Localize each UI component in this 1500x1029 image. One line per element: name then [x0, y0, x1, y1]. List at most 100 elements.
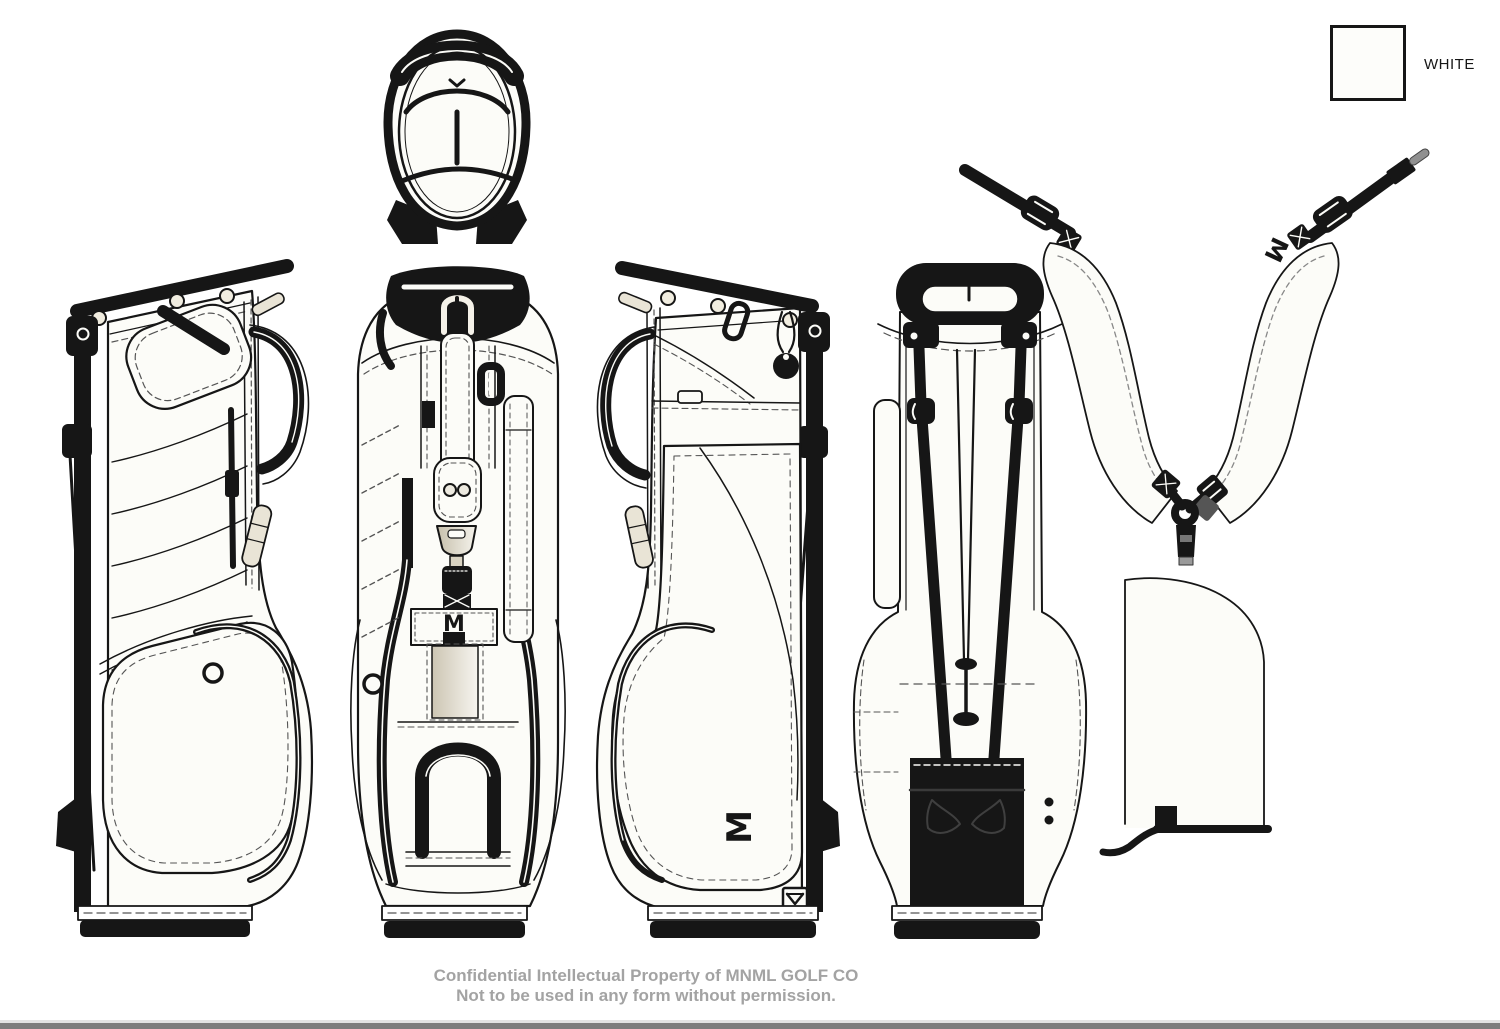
leg-hinge: [798, 312, 830, 352]
collar-rim: [877, 323, 1063, 345]
pad-stitch: [1057, 255, 1165, 490]
leg-rod: [68, 453, 96, 872]
towel-bar-handle: [415, 742, 501, 859]
trunk-stitch: [250, 299, 253, 589]
pad-stitch: [1217, 255, 1325, 490]
wing-stitch: [1073, 659, 1081, 811]
cord-stopper: [955, 658, 977, 670]
golf-bag-front-view: M: [350, 266, 566, 938]
carry-loop-highlight: [605, 333, 651, 447]
leg-foot: [56, 798, 76, 852]
trim-rail-highlight: [612, 624, 713, 841]
carry-loop-highlight: [253, 331, 300, 443]
gradient-panel: [431, 645, 479, 719]
pouch-stitch: [438, 462, 477, 518]
trim-rail-left-highlight: [380, 559, 408, 883]
snap-button: [457, 483, 471, 497]
diagonal-stitch: [361, 568, 401, 590]
pocket-zip-seam: [651, 400, 801, 404]
rivet: [660, 290, 676, 306]
y-strap-slider-2: [1193, 495, 1219, 521]
golf-bag-back-view: [852, 263, 1088, 939]
alignment-stick-holder: [241, 504, 273, 568]
zip-toggle-hole: [783, 354, 789, 360]
diagonal-seam: [111, 465, 248, 515]
diagonal-stitch: [361, 520, 401, 542]
strap-adjuster: [1312, 196, 1353, 233]
white-color-swatch: [1330, 25, 1406, 101]
base-bumper: [894, 921, 1040, 939]
cord-toggle: [953, 712, 979, 726]
confidential-notice: Confidential Intellectual Property of MN…: [246, 966, 1046, 1006]
swatch-label: WHITE: [1424, 56, 1475, 73]
svg-text:M: M: [720, 810, 760, 844]
bottom-rule-dark: [0, 1023, 1500, 1029]
leg-hinge: [66, 316, 98, 356]
leg-clamp: [907, 398, 935, 424]
x-stitch: [444, 594, 470, 608]
front-pocket-inner: [622, 453, 793, 881]
top-view-left-foot: [387, 200, 438, 244]
strap-clip-tip: [1178, 556, 1194, 566]
strap-end-tip: [1386, 148, 1430, 185]
top-handle-highlight: [401, 50, 513, 73]
pocket-strap: [157, 305, 230, 355]
side-pocket: [101, 621, 299, 875]
rain-hood: [1099, 577, 1272, 857]
strap-ring: [1171, 499, 1199, 527]
base-bumper: [80, 920, 250, 937]
grommet: [202, 662, 224, 684]
snap-dot: [1044, 815, 1054, 825]
handle-casing: [249, 324, 310, 485]
carry-loop: [248, 326, 305, 475]
diagonal-stitch: [361, 616, 401, 638]
long-pocket: [503, 395, 534, 643]
zip-garage: [677, 390, 703, 404]
snap-button: [443, 483, 457, 497]
top-stick: [251, 292, 285, 317]
top-divider-notch: [448, 78, 466, 88]
lash-tab: [422, 401, 435, 428]
clamp-notch: [1009, 403, 1014, 420]
hinge-bolt: [76, 327, 90, 341]
foot-ghost: [926, 799, 961, 834]
golf-bag-top-view: [383, 29, 531, 244]
top-collar-strap: [615, 261, 819, 313]
zip-cord: [787, 310, 796, 354]
top-view-inner-rim-2: [404, 51, 510, 213]
grommet: [362, 673, 384, 695]
diagonal-stitch: [361, 424, 401, 446]
zip-cord: [776, 310, 785, 354]
hood-tab: [1155, 806, 1177, 828]
top-view-inner-rim: [397, 44, 517, 220]
pocket-zip-stitch: [651, 407, 801, 411]
pocket-top-seam: [99, 615, 253, 665]
lash-tab: [402, 478, 413, 568]
trim-rail-highlight: [195, 625, 300, 881]
leg-clamp: [1005, 398, 1033, 424]
side-strip: [873, 399, 901, 609]
right-wing-seam: [533, 619, 566, 881]
top-divider-lower: [399, 166, 515, 184]
diagonal-seam: [111, 517, 248, 567]
flap-seam: [655, 335, 755, 399]
hood-panel: [1125, 578, 1264, 828]
left-wing-seam: [350, 619, 383, 881]
side-pocket-inner: [111, 632, 289, 864]
strap-pad-left: [1042, 242, 1178, 524]
draw-cord: [966, 348, 977, 662]
confidential-line-1: Confidential Intellectual Property of MN…: [433, 966, 859, 985]
rivet: [710, 298, 726, 314]
buckle-slot: [447, 529, 466, 539]
handle-casing: [596, 326, 655, 489]
base-bumper: [384, 921, 525, 938]
top-stick: [618, 291, 653, 314]
golf-bag-side-view-b: M: [595, 261, 840, 938]
collar-stitch: [363, 349, 553, 375]
leg-hinge: [1001, 322, 1037, 348]
carry-loop: [600, 328, 656, 481]
leg-clamp: [798, 426, 828, 458]
hinge-bolt: [808, 324, 822, 338]
leg-clamp: [62, 424, 92, 458]
strap-keeper: [1287, 224, 1313, 250]
